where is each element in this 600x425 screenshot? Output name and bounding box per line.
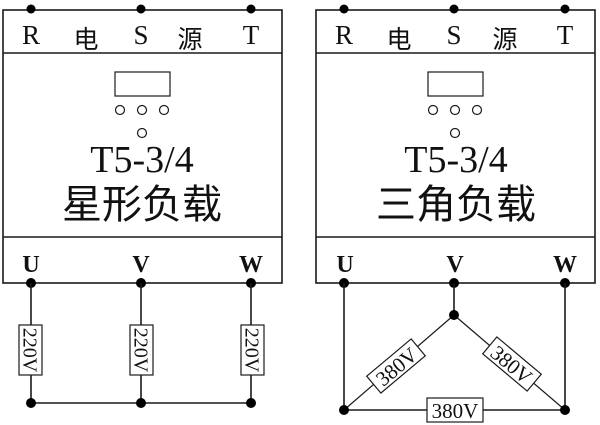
label-r: R: [22, 20, 40, 50]
label-u: U: [22, 252, 39, 278]
delta-load-circuit: 380V 380V 380V: [339, 278, 570, 423]
resistor-u: 220V: [18, 324, 43, 376]
terminal-r: [339, 4, 349, 14]
label-r: R: [335, 20, 353, 50]
load-type-label: 三角负载: [376, 182, 536, 228]
terminal-s: [136, 4, 146, 14]
star-load-circuit: 220V 220V 220V: [18, 278, 265, 408]
label-s: S: [133, 20, 148, 50]
label-yuan: 源: [177, 25, 202, 54]
junction: [449, 310, 459, 320]
button-indicator: [114, 104, 126, 116]
label-u: U: [336, 252, 353, 278]
resistor-uv: 380V: [365, 338, 427, 394]
display-screen: [114, 71, 171, 97]
label-yuan: 源: [492, 25, 517, 54]
button-indicator: [449, 127, 461, 139]
label-t: T: [243, 20, 260, 50]
terminal-r: [26, 4, 36, 14]
button-indicator: [427, 104, 439, 116]
label-dian: 电: [386, 25, 411, 54]
label-v: V: [132, 252, 150, 278]
terminal-s: [449, 4, 459, 14]
junction: [560, 405, 570, 415]
resistor-label: 220V: [19, 328, 41, 373]
controller-star: R 电 S 源 T T5-3/4 星形负载 U V W: [2, 4, 283, 284]
resistor-uw: 380V: [426, 397, 484, 423]
button-indicator: [136, 127, 148, 139]
junction: [136, 398, 146, 408]
controller-delta: R 电 S 源 T T5-3/4 三角负载 U V W: [315, 4, 596, 284]
junction: [339, 405, 349, 415]
button-indicator: [136, 104, 148, 116]
model-label: T5-3/4: [90, 139, 193, 181]
button-indicator: [449, 104, 461, 116]
terminal-t: [560, 4, 570, 14]
junction: [26, 398, 36, 408]
label-v: V: [446, 252, 464, 278]
label-dian: 电: [73, 25, 98, 54]
button-indicator: [158, 104, 170, 116]
resistor-label: 220V: [130, 328, 152, 373]
resistor-w: 220V: [240, 324, 265, 376]
label-t: T: [557, 20, 574, 50]
label-w: W: [553, 252, 577, 278]
button-indicator: [471, 104, 483, 116]
resistor-label: 220V: [241, 328, 263, 373]
label-s: S: [446, 20, 461, 50]
resistor-v: 220V: [129, 324, 154, 376]
model-label: T5-3/4: [404, 139, 507, 181]
terminal-t: [246, 4, 256, 14]
resistor-label: 380V: [432, 399, 479, 423]
junction: [246, 398, 256, 408]
label-w: W: [239, 252, 263, 278]
resistor-vw: 380V: [481, 336, 543, 392]
display-screen: [427, 71, 484, 97]
load-type-label: 星形负载: [62, 182, 222, 228]
